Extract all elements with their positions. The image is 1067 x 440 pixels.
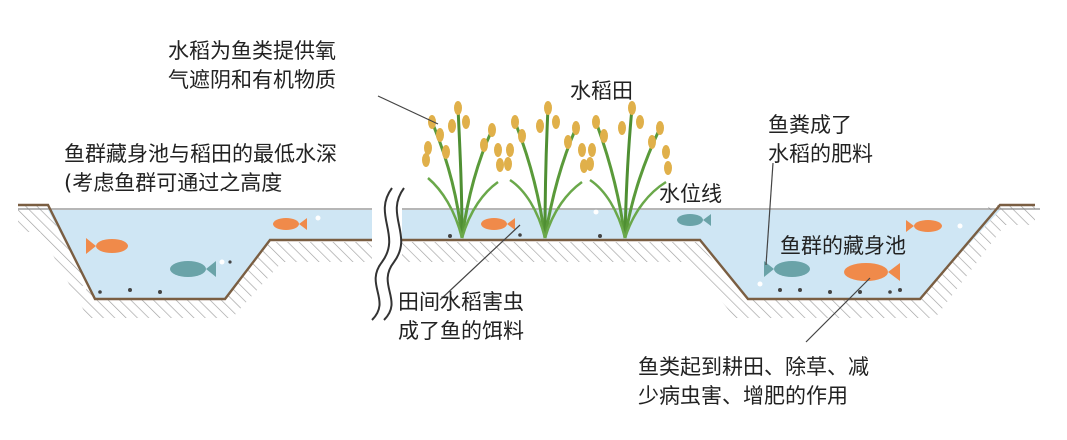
label-pests: 田间水稻害虫 成了鱼的饵料 xyxy=(398,288,524,346)
label-refuge-depth: 鱼群藏身池与稻田的最低水深 (考虑鱼群可通过之高度 xyxy=(64,140,337,198)
label-pests-line1: 田间水稻害虫 xyxy=(398,290,524,314)
label-fish-role-line2: 少病虫害、增肥的作用 xyxy=(638,384,848,408)
rice-plant xyxy=(586,101,672,239)
label-fish-role: 鱼类起到耕田、除草、减 少病虫害、增肥的作用 xyxy=(638,353,869,411)
soil-profile xyxy=(18,203,1035,301)
rice-plant xyxy=(504,101,588,239)
label-manure: 鱼粪成了 水稻的肥料 xyxy=(768,111,873,169)
label-oxygen-line2: 气遮阴和有机物质 xyxy=(168,68,336,92)
label-oxygen: 水稻为鱼类提供氧 气遮阴和有机物质 xyxy=(168,37,336,95)
label-refuge-pond: 鱼群的藏身池 xyxy=(780,234,906,258)
water-body xyxy=(48,210,1000,298)
label-waterline: 水位线 xyxy=(659,182,722,206)
label-paddy: 水稻田 xyxy=(570,79,633,103)
label-oxygen-line1: 水稻为鱼类提供氧 xyxy=(168,39,336,63)
pointer-lines xyxy=(377,95,871,343)
rice-plants xyxy=(422,101,672,239)
fish-orange xyxy=(844,263,900,281)
fish-orange xyxy=(86,238,128,254)
label-refuge-depth-line2: (考虑鱼群可通过之高度 xyxy=(64,171,283,195)
fish-orange xyxy=(906,220,942,232)
fish-orange xyxy=(481,218,515,230)
rice-plant xyxy=(422,101,504,239)
label-fish-role-line1: 鱼类起到耕田、除草、减 xyxy=(638,355,869,379)
bubbles xyxy=(81,209,963,291)
soil-hatching xyxy=(18,205,1035,318)
label-manure-line1: 鱼粪成了 xyxy=(768,113,852,137)
fish-teal xyxy=(677,214,711,226)
fish-teal xyxy=(170,261,216,277)
label-pests-line2: 成了鱼的饵料 xyxy=(398,319,524,343)
label-refuge-depth-line1: 鱼群藏身池与稻田的最低水深 xyxy=(64,142,337,166)
label-manure-line2: 水稻的肥料 xyxy=(768,142,873,166)
break-symbol xyxy=(371,187,405,321)
fish-orange xyxy=(273,218,307,230)
pellets xyxy=(98,233,902,294)
